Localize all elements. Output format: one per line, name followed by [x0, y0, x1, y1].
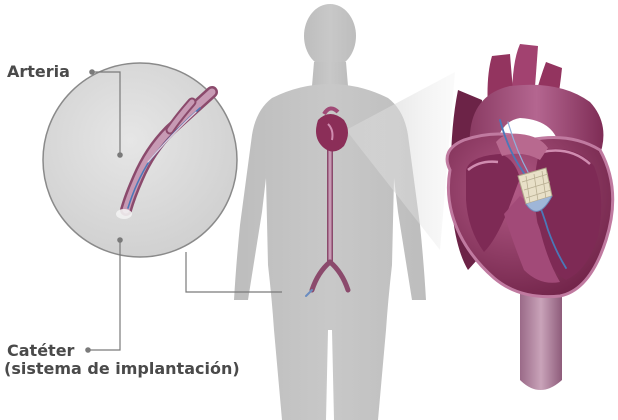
- artery-label: Arteria: [7, 63, 70, 81]
- catheter-label: Catéter: [7, 342, 74, 360]
- delivery-system-label: (sistema de implantación): [4, 360, 240, 378]
- artery-magnifier: [43, 63, 237, 257]
- leader-line-groin: [186, 252, 282, 292]
- heart-illustration: [447, 44, 613, 390]
